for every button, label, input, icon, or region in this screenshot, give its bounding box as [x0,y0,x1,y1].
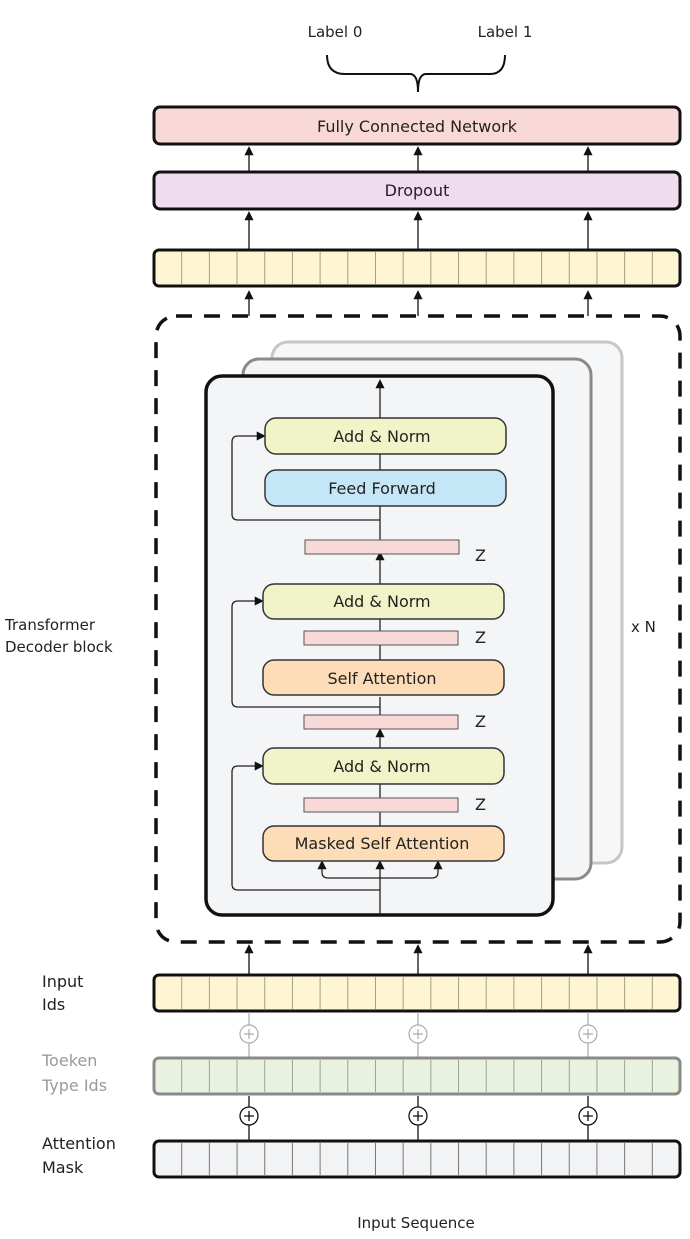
z-label-2: Z [475,628,486,647]
dropout-to-fcn-arrows [244,146,593,172]
z-vector-4 [303,797,459,813]
repeat-n-label: x N [631,618,656,636]
dropout-layer [152,170,682,211]
input-ids-vector [152,973,682,1013]
token-type-label-line1: Toeken [41,1051,97,1070]
add-norm-bottom-label: Add & Norm [333,757,430,776]
add-norm-middle-label: Add & Norm [333,592,430,611]
add-norm-top-label: Add & Norm [333,427,430,446]
z-vector-1 [304,539,460,555]
z-label-1: Z [475,546,486,565]
label-1: Label 1 [478,23,533,41]
plus-row-upper [239,1012,598,1060]
attention-mask-label-line2: Mask [42,1158,84,1177]
plus-row-lower [239,1096,598,1144]
feed-forward-label: Feed Forward [328,479,436,498]
self-attention-label: Self Attention [327,669,436,688]
plus-icon [408,1106,428,1126]
fully-connected-network-layer [152,105,682,146]
plus-icon [239,1024,259,1044]
self-attention [262,659,505,696]
z-label-3: Z [475,712,486,731]
input-ids-label-line2: Ids [42,995,65,1014]
z-vector-3 [303,714,459,730]
decoder-to-output-arrows [244,290,593,316]
label-0: Label 0 [308,23,363,41]
input-to-decoder-arrows [244,944,593,974]
plus-icon [578,1106,598,1126]
output-vector-to-dropout-arrows [244,211,593,249]
attention-mask-label-line1: Attention [42,1134,116,1153]
output-brace [326,54,506,93]
vector-frame [152,1139,682,1179]
input-ids-label-line1: Input [42,972,83,991]
add-norm-bottom [262,747,505,785]
masked-self-attention-label: Masked Self Attention [295,834,470,853]
vector-frame [152,248,682,288]
z-label-4: Z [475,795,486,814]
decoder-stack-dashed-region [154,314,682,944]
dropout-label: Dropout [385,181,450,200]
token-type-label-line2: Type Ids [41,1076,107,1095]
plus-icon [408,1024,428,1044]
plus-icon [578,1024,598,1044]
decoder-flow-lines [231,379,443,915]
z-vector-2 [303,630,459,646]
feed-forward [264,469,507,507]
block-title-line1: Transformer [4,616,96,634]
attention-mask-vector [152,1139,682,1179]
output-hidden-state-vector [152,248,682,288]
input-sequence-label: Input Sequence [357,1214,475,1232]
vector-frame [152,1056,682,1096]
token-type-ids-vector [152,1056,682,1096]
add-norm-top [264,417,507,455]
fcn-label: Fully Connected Network [317,117,518,136]
plus-icon [239,1106,259,1126]
add-norm-middle [262,583,505,620]
vector-frame [152,973,682,1013]
block-title-line2: Decoder block [5,638,113,656]
masked-self-attention [262,825,505,862]
